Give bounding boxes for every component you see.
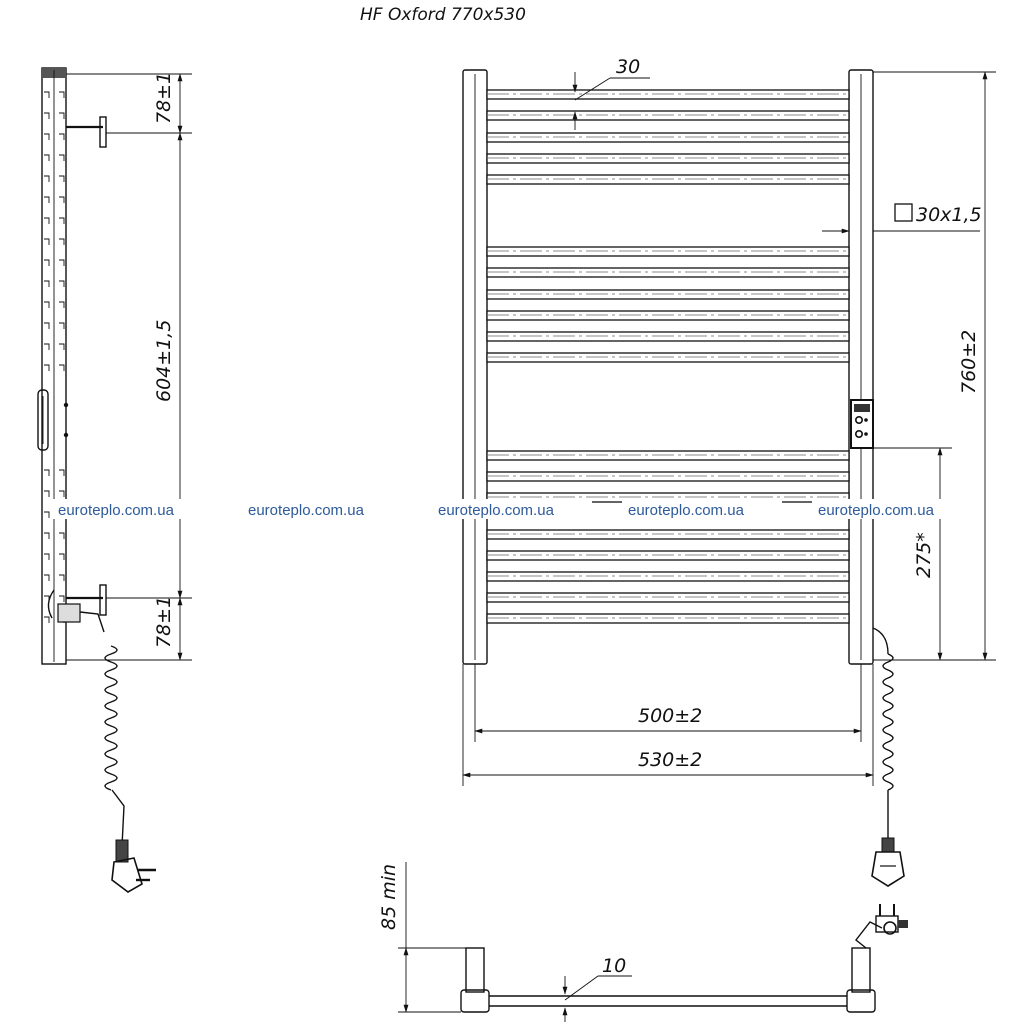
side-heater-loop [47,589,55,619]
side-bar-tick [44,364,65,371]
left-cable-tail [111,789,125,847]
horizontal-bar [486,529,850,540]
left-riser-section [460,989,490,1013]
top-heater-cable [855,921,883,949]
side-bar-ticks [44,91,65,623]
side-bar-tick [44,469,65,476]
top-plug-icon [875,904,908,935]
side-bar-tick [44,133,65,140]
watermark-1: euroteplo.com.ua [58,502,175,519]
right-wall-mount [851,947,871,993]
watermark-bg-2 [242,499,402,519]
side-controller-dot-top [63,402,69,408]
side-bar-tick [44,490,65,497]
horizontal-bar [486,613,850,624]
side-bar-tick [44,91,65,98]
watermark-3: euroteplo.com.ua [438,502,555,519]
square-section-icon [894,203,913,222]
horizontal-bar [486,246,850,257]
horizontal-bar [486,571,850,582]
horizontal-bar [486,352,850,363]
dim-profile: 30x1,5 [916,204,982,226]
dim-bottom-offset: 78±1 [153,596,175,648]
side-bar-tick [44,175,65,182]
horizontal-bar [486,153,850,164]
right-riser-section [846,989,876,1013]
side-bar-tick [44,322,65,329]
watermark-2: euroteplo.com.ua [248,502,365,519]
horizontal-bars [486,89,850,624]
side-bar-tick [44,259,65,266]
dim-top-offset: 78±1 [153,72,175,124]
horizontal-bar [486,450,850,461]
side-bar-tick [44,553,65,560]
side-view: 78±1 604±1,5 78±1 [37,67,192,893]
side-cable-start [79,611,105,633]
horizontal-bar [486,592,850,603]
watermark-bg-1 [52,499,212,519]
horizontal-bar [486,310,850,321]
horizontal-bar [486,174,850,185]
horizontal-bar [486,110,850,121]
dim-wall-min: 85 min [378,864,400,930]
watermark-bg-4 [622,499,782,519]
controller-icon [850,399,874,449]
watermark-bg-5 [812,499,972,519]
drawing-title: HF Oxford 770x530 [360,5,526,25]
left-coiled-cable [104,645,118,791]
side-bar-tick [44,112,65,119]
left-wall-mount [465,947,485,993]
dim-inner-width: 500±2 [638,705,702,727]
plug-icon [111,839,156,893]
side-bar-tick [44,238,65,245]
dim-middle-span: 604±1,5 [153,320,175,402]
horizontal-bar [486,289,850,300]
top-view: 85 min 10 [378,862,908,1022]
side-bar-tick [44,154,65,161]
side-bar-tick [44,574,65,581]
side-bar-tick [44,280,65,287]
side-bar-tick [44,343,65,350]
side-controller [37,389,49,451]
dim-pitch-leader [574,77,611,101]
watermark-5: euroteplo.com.ua [818,502,935,519]
dim-outer-width: 530±2 [638,749,702,771]
watermark-4: euroteplo.com.ua [628,502,745,519]
dim-height: 760±2 [958,330,980,394]
horizontal-bar [486,89,850,100]
side-bar-tick [44,217,65,224]
side-bar-tick [44,196,65,203]
bottom-bracket-plate [99,584,107,616]
horizontal-bar [486,550,850,561]
horizontal-bar [486,471,850,482]
dim-thick-leader [564,975,599,1001]
top-bracket-plate [99,116,107,148]
right-cable-start [872,627,889,655]
side-bar-tick [44,532,65,539]
side-bar-tick [44,301,65,308]
front-plug-icon [871,837,905,887]
right-coiled-cable [882,653,894,791]
watermark-bg-3 [432,499,592,519]
watermark-row: euroteplo.com.ua euroteplo.com.ua eurote… [52,499,972,519]
dim-heater-height: 275* [913,532,935,578]
side-controller-dot-bottom [63,432,69,438]
horizontal-bar [486,267,850,278]
horizontal-bar [486,132,850,143]
dim-bar-pitch: 30 [616,56,640,78]
side-heater-connector [57,603,81,623]
horizontal-bar [486,331,850,342]
dim-bar-thickness: 10 [602,955,626,977]
front-view: 30 30x1,5 760±2 275* 500±2 530±2 [462,56,996,887]
